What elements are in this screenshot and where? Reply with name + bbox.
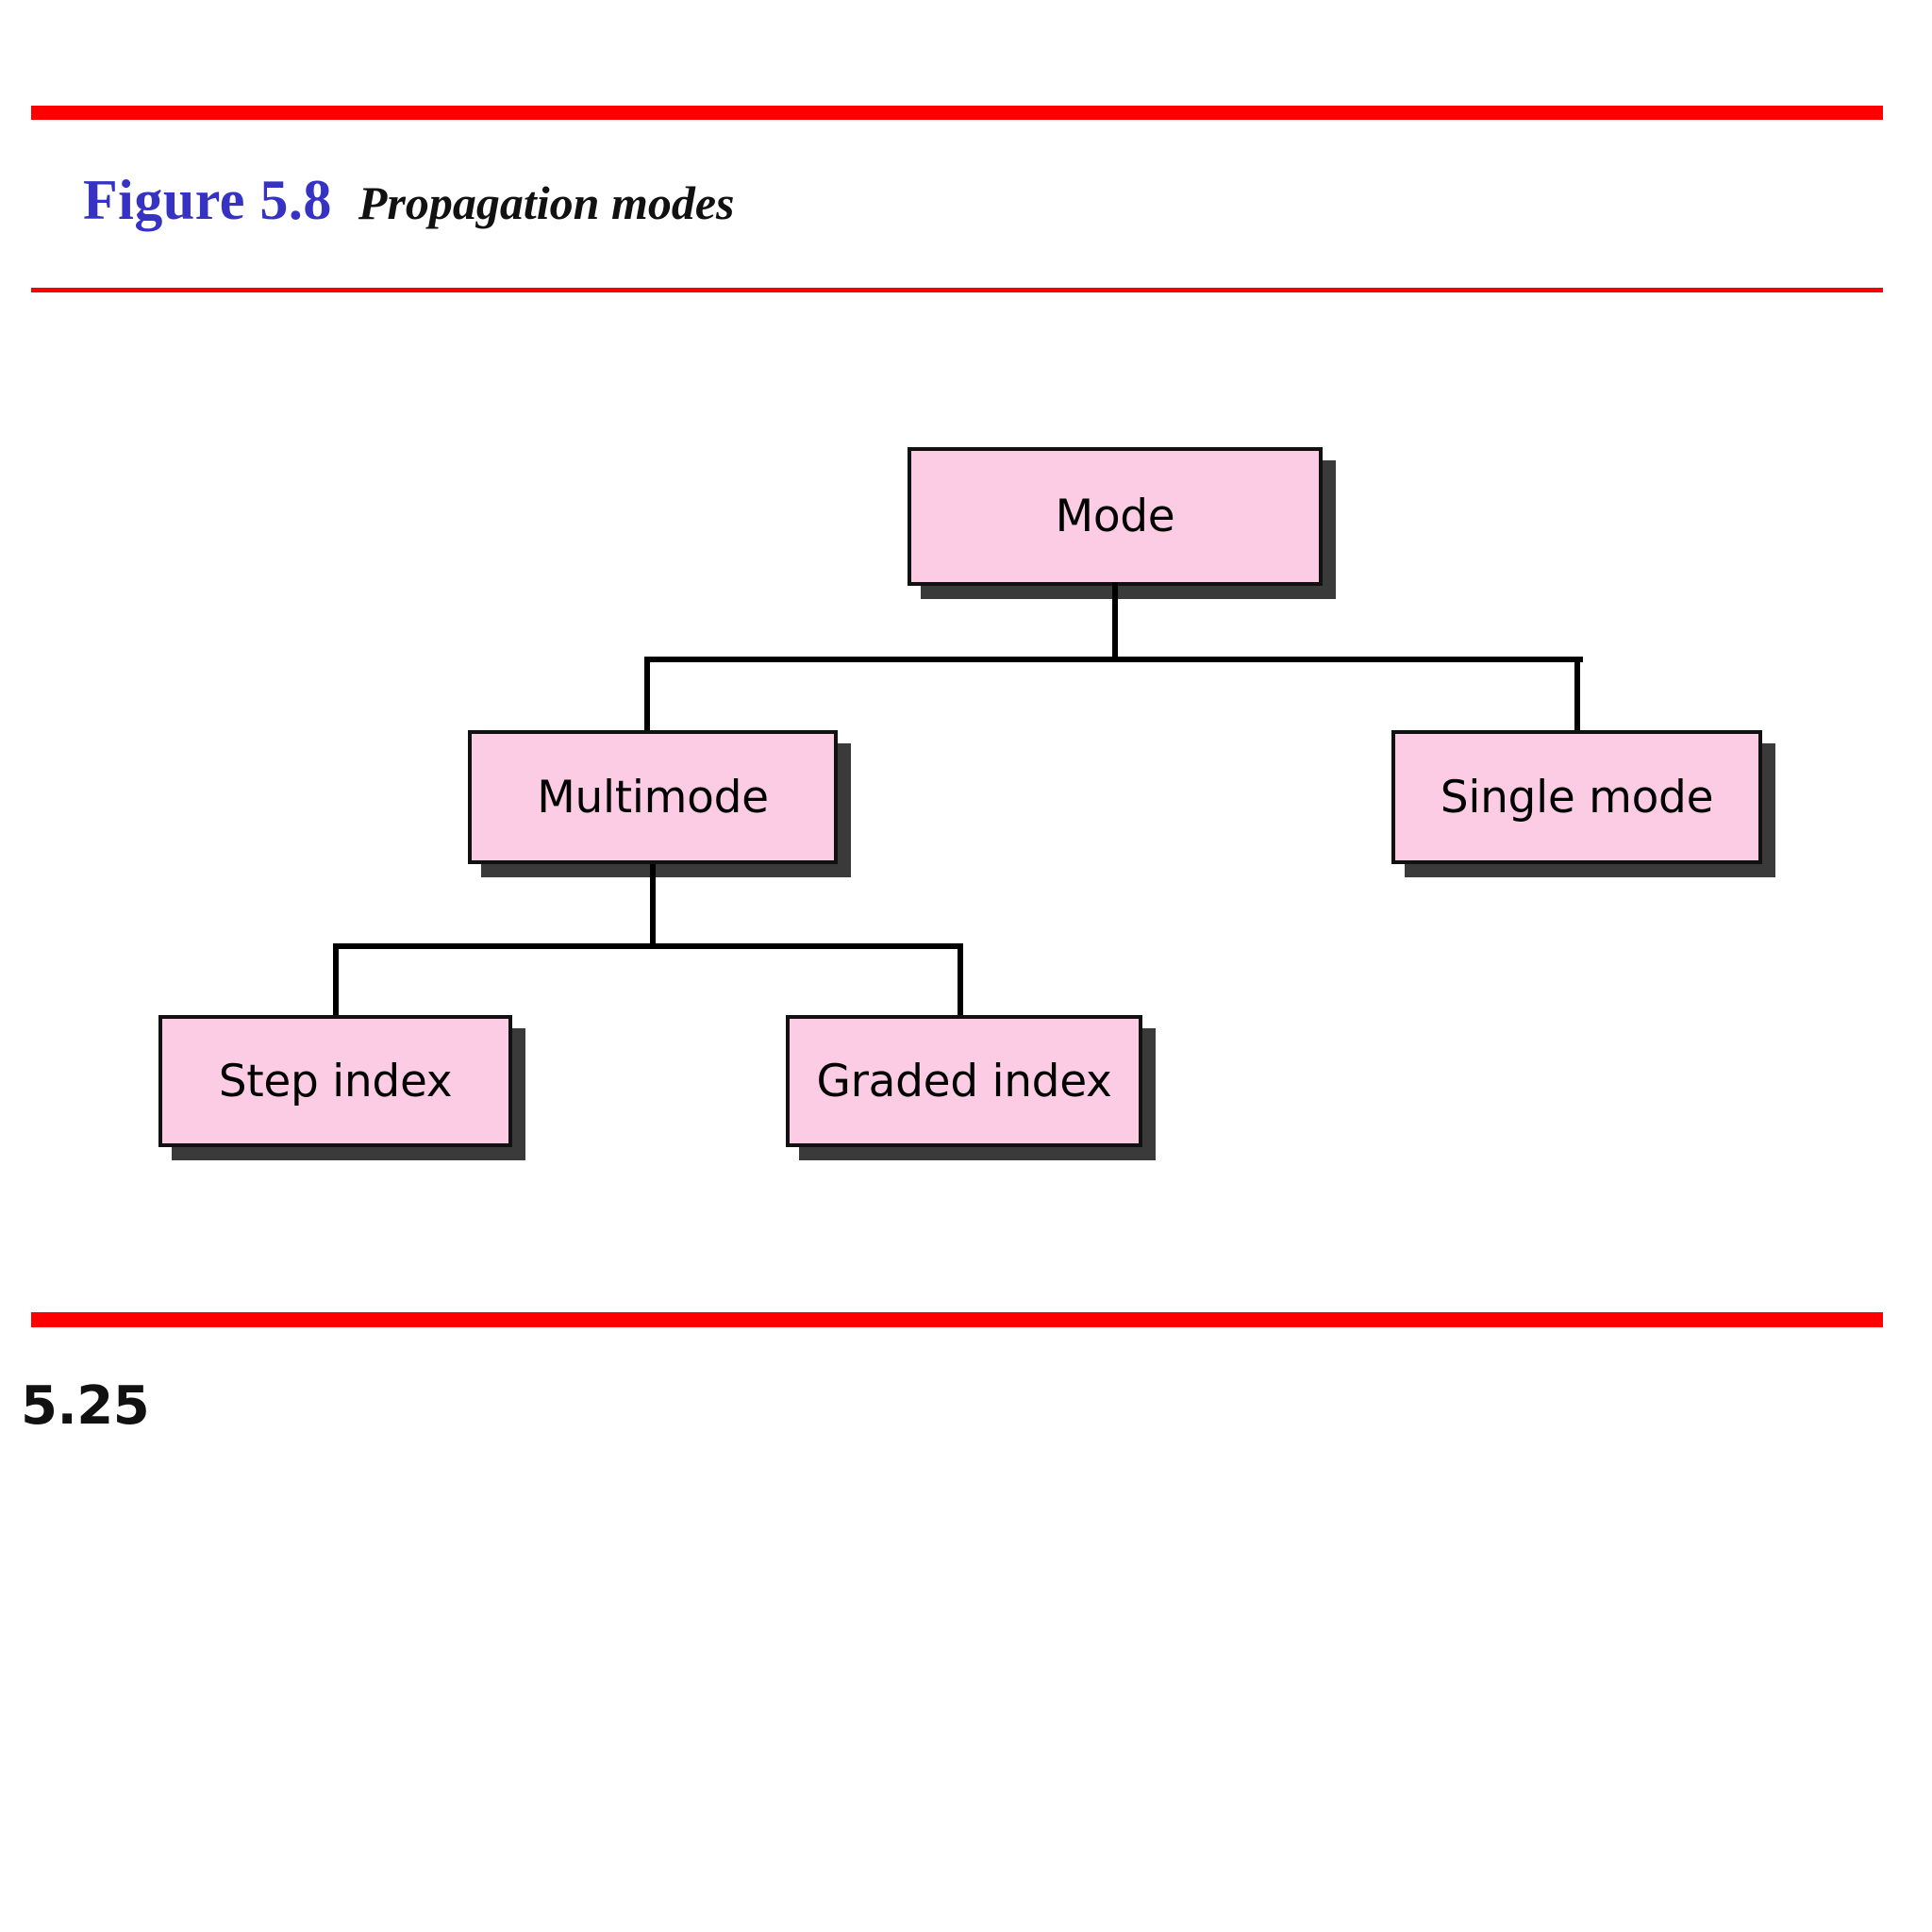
connector-to-single-mode — [1574, 657, 1580, 734]
connector-to-graded-index — [958, 943, 963, 1019]
connector-multimode-stem — [650, 864, 656, 947]
connector-to-multimode — [644, 657, 650, 734]
connector-level2-bus — [333, 943, 963, 949]
tree-node-step-index[interactable]: Step index — [158, 1015, 512, 1147]
bottom-accent-rule — [31, 1312, 1883, 1327]
connector-to-step-index — [333, 943, 339, 1019]
title-divider-rule — [31, 288, 1883, 292]
figure-number-label: Figure 5.8 — [83, 169, 332, 231]
tree-node-single-mode[interactable]: Single mode — [1391, 730, 1762, 864]
tree-node-graded-index[interactable]: Graded index — [786, 1015, 1142, 1147]
tree-node-label: Step index — [218, 1055, 453, 1108]
tree-node-label: Multimode — [537, 771, 769, 824]
figure-caption-label: Propagation modes — [358, 176, 735, 229]
tree-node-label: Graded index — [816, 1055, 1112, 1108]
tree-node-multimode[interactable]: Multimode — [468, 730, 838, 864]
slide-number-label: 5.25 — [21, 1375, 150, 1437]
connector-level1-bus — [644, 657, 1583, 662]
tree-node-label: Mode — [1055, 491, 1175, 542]
connector-mode-stem — [1112, 582, 1118, 661]
tree-node-label: Single mode — [1440, 771, 1714, 824]
figure-title: Figure 5.8 Propagation modes — [83, 168, 735, 243]
tree-node-mode[interactable]: Mode — [908, 447, 1323, 586]
top-accent-rule — [31, 106, 1883, 120]
